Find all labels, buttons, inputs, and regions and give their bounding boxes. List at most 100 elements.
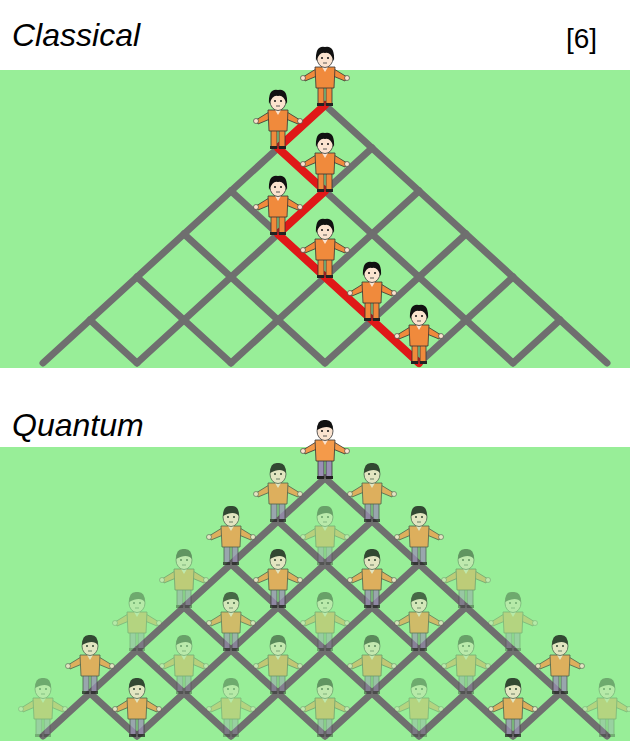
torso — [362, 282, 382, 303]
hand — [254, 664, 259, 669]
shoe — [317, 648, 324, 651]
torso — [221, 526, 241, 547]
eye — [321, 516, 323, 518]
walker-figure — [254, 463, 303, 522]
eye — [515, 602, 517, 604]
torso — [362, 483, 382, 504]
mouth — [370, 479, 374, 480]
leg — [271, 675, 277, 693]
hand — [113, 621, 118, 626]
shoe — [129, 734, 136, 737]
torso — [268, 110, 288, 131]
leg — [412, 345, 418, 363]
hair — [223, 592, 239, 602]
leg — [224, 546, 230, 564]
torso — [315, 440, 335, 461]
eye — [462, 559, 464, 561]
eye — [374, 272, 376, 274]
mouth — [135, 694, 139, 695]
torso — [315, 239, 335, 260]
walker-figure — [160, 549, 209, 608]
eye — [368, 272, 370, 274]
hand — [160, 578, 165, 583]
eye — [180, 559, 182, 561]
hand — [298, 664, 303, 669]
eye — [280, 473, 282, 475]
panel-title: Quantum — [12, 408, 144, 443]
shoe — [458, 691, 465, 694]
walker-figure — [254, 549, 303, 608]
quantum-lattice — [43, 478, 607, 736]
mouth — [323, 149, 327, 150]
hand — [345, 248, 350, 253]
eye — [133, 688, 135, 690]
walker-figure — [301, 219, 350, 278]
torso — [456, 569, 476, 590]
shoe — [420, 361, 427, 364]
leg — [326, 546, 332, 564]
mouth — [41, 694, 45, 695]
leg — [506, 718, 512, 736]
lattice-line — [90, 277, 137, 320]
hand — [395, 621, 400, 626]
lattice-line — [419, 191, 466, 234]
shoe — [411, 562, 418, 565]
shoe — [317, 734, 324, 737]
lattice-line — [184, 277, 231, 320]
leg — [232, 546, 238, 564]
mouth — [417, 608, 421, 609]
leg — [177, 675, 183, 693]
leg — [318, 173, 324, 191]
leg — [420, 718, 426, 736]
shoe — [176, 605, 183, 608]
mouth — [182, 651, 186, 652]
leg — [373, 302, 379, 320]
mouth — [558, 651, 562, 652]
leg — [412, 718, 418, 736]
walker-figure — [348, 262, 397, 321]
hand — [157, 621, 162, 626]
leg — [279, 589, 285, 607]
lattice-line — [560, 320, 607, 363]
mouth — [135, 608, 139, 609]
eye — [327, 57, 329, 59]
walker-figure — [348, 635, 397, 694]
walker-figure — [113, 678, 162, 737]
shoe — [185, 691, 192, 694]
lattice-line — [184, 191, 231, 234]
leg — [130, 718, 136, 736]
shoe — [91, 691, 98, 694]
shoe — [505, 648, 512, 651]
shoe — [82, 691, 89, 694]
lattice-line — [231, 277, 278, 320]
hand — [160, 664, 165, 669]
eye — [227, 602, 229, 604]
leg — [271, 589, 277, 607]
hand — [301, 621, 306, 626]
leg — [130, 632, 136, 650]
eye — [321, 430, 323, 432]
eye — [321, 57, 323, 59]
shoe — [232, 734, 239, 737]
hand — [207, 621, 212, 626]
hand — [301, 535, 306, 540]
lattice-line — [466, 320, 513, 363]
mouth — [464, 565, 468, 566]
hand — [63, 707, 68, 712]
shoe — [364, 318, 371, 321]
leg — [365, 675, 371, 693]
leg — [553, 675, 559, 693]
leg — [138, 718, 144, 736]
lattice-line — [184, 320, 231, 363]
shoe — [608, 734, 615, 737]
shoe — [138, 648, 145, 651]
eye — [186, 645, 188, 647]
shoe — [138, 734, 145, 737]
shoe — [411, 734, 418, 737]
torso — [174, 655, 194, 676]
eye — [415, 688, 417, 690]
hair — [270, 463, 286, 473]
eye — [274, 473, 276, 475]
hand — [301, 707, 306, 712]
hair — [458, 635, 474, 645]
